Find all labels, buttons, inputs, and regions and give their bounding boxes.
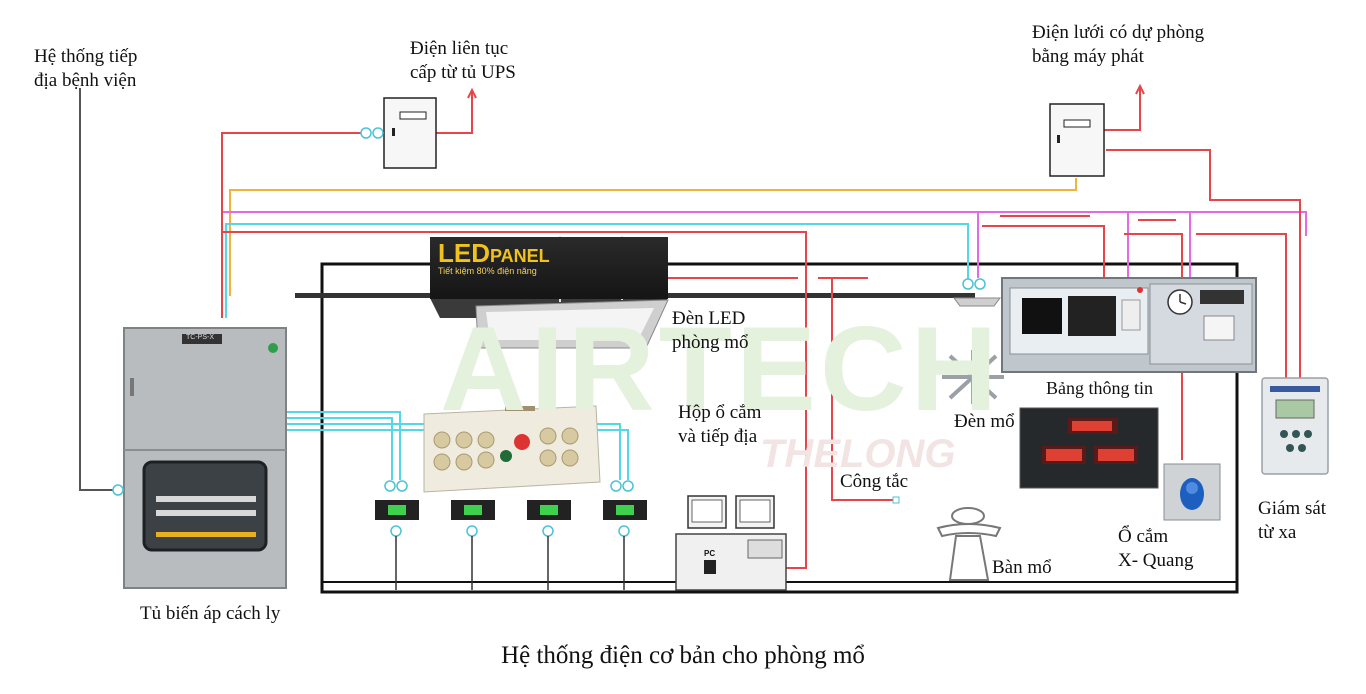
diagram-caption: Hệ thống điện cơ bản cho phòng mổ <box>501 642 865 669</box>
socket-panel <box>423 405 601 493</box>
breaker-boxes <box>375 480 647 590</box>
operating-table <box>936 507 1002 581</box>
led-panel-tagline: Tiết kiệm 80% điện năng <box>438 266 537 276</box>
led-panel-brand: LEDPANEL <box>438 238 550 268</box>
led-panel-fixture <box>430 236 669 349</box>
label-operating-table: Bàn mổ <box>992 557 1052 578</box>
led-panel-banner: LEDPANEL Tiết kiệm 80% điện năng <box>430 237 668 299</box>
grid-power-box <box>1049 103 1105 177</box>
switch-connector <box>892 496 900 504</box>
label-transformer: Tủ biến áp cách ly <box>140 603 281 624</box>
ceiling-junction <box>953 278 1001 307</box>
label-surgical-lamp: Đèn mổ <box>954 411 1015 432</box>
label-switch: Công tắc <box>840 471 909 492</box>
info-board <box>1001 277 1257 373</box>
xray-socket <box>1163 463 1221 521</box>
orange-wire <box>229 178 1077 296</box>
watermark-sub: THELONG <box>760 432 956 476</box>
ups-box <box>360 97 437 169</box>
remote-monitor-unit <box>1261 377 1329 475</box>
pc-workstation <box>675 495 787 591</box>
timer-display <box>1019 407 1159 489</box>
transformer-plate-text: TC-PS-X <box>186 334 214 341</box>
pc-tag: PC <box>704 549 716 558</box>
red-wires <box>221 83 1301 569</box>
surgical-lamp <box>942 350 1004 404</box>
cyan-wires <box>225 223 969 480</box>
watermark-main: AIRTECH <box>440 302 1002 436</box>
transformer-cabinet <box>112 327 287 589</box>
grounding-wire <box>79 88 126 491</box>
label-info-board: Bảng thông tin <box>1046 378 1153 398</box>
